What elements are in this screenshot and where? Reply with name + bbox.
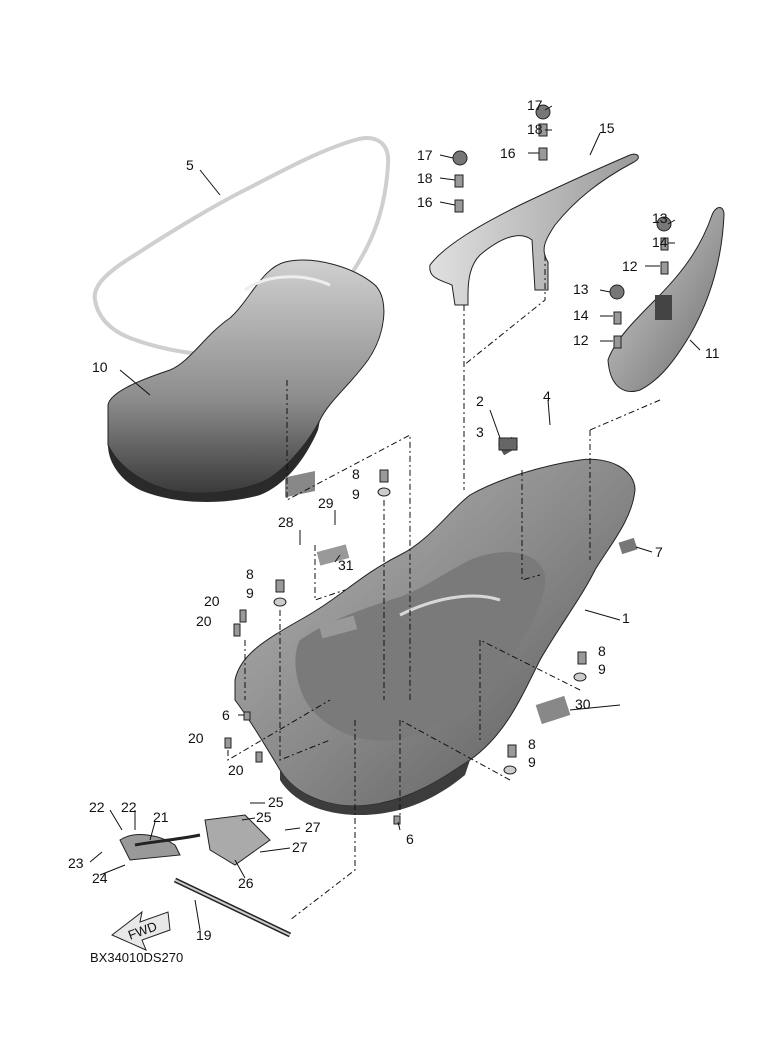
callout-10: 10 [92, 359, 108, 375]
callout-14: 14 [652, 234, 668, 250]
callout-25: 25 [256, 809, 272, 825]
callout-8: 8 [352, 466, 360, 482]
fasteners [224, 104, 672, 825]
side-rail-part [607, 207, 725, 392]
callout-27: 27 [292, 839, 308, 855]
assembly-lines [227, 255, 661, 921]
callout-26: 26 [238, 875, 254, 891]
callout-14: 14 [573, 307, 589, 323]
callout-6: 6 [406, 831, 414, 847]
callout-5: 5 [186, 157, 194, 173]
callout-12: 12 [573, 332, 589, 348]
storage-bin-part [107, 259, 385, 502]
callout-20: 20 [196, 613, 212, 629]
callout-31: 31 [338, 557, 354, 573]
callout-8: 8 [528, 736, 536, 752]
callout-13: 13 [652, 210, 668, 226]
callout-24: 24 [92, 870, 108, 886]
callout-13: 13 [573, 281, 589, 297]
callout-20: 20 [228, 762, 244, 778]
callout-22: 22 [121, 799, 137, 815]
callout-9: 9 [352, 486, 360, 502]
callout-22: 22 [89, 799, 105, 815]
callout-numbers: 17 18 16 15 17 18 16 5 10 13 14 12 13 14… [68, 97, 720, 943]
callout-16: 16 [500, 145, 516, 161]
callout-2: 2 [476, 393, 484, 409]
callout-20: 20 [204, 593, 220, 609]
lock-rod-part [119, 814, 292, 938]
callout-25: 25 [268, 794, 284, 810]
diagram-code: BX34010DS270 [90, 950, 183, 965]
callout-1: 1 [622, 610, 630, 626]
callout-21: 21 [153, 809, 169, 825]
callout-3: 3 [476, 424, 484, 440]
leader-lines [89, 105, 701, 931]
callout-11: 11 [705, 345, 720, 361]
luggage-box-part [234, 458, 636, 815]
callout-18: 18 [527, 121, 543, 137]
callout-30: 30 [575, 696, 591, 712]
callout-16: 16 [417, 194, 433, 210]
callout-4: 4 [543, 388, 551, 404]
callout-9: 9 [598, 661, 606, 677]
callout-7: 7 [655, 544, 663, 560]
callout-8: 8 [598, 643, 606, 659]
callout-20: 20 [188, 730, 204, 746]
callout-9: 9 [528, 754, 536, 770]
callout-29: 29 [318, 495, 334, 511]
callout-6: 6 [222, 707, 230, 723]
callout-19: 19 [196, 927, 212, 943]
callout-9: 9 [246, 585, 254, 601]
grip-handle-part [429, 153, 639, 306]
fwd-arrow-icon: FWD [111, 910, 171, 951]
callout-15: 15 [599, 120, 615, 136]
callout-18: 18 [417, 170, 433, 186]
callout-17: 17 [417, 147, 433, 163]
label-pads [285, 436, 638, 725]
callout-27: 27 [305, 819, 321, 835]
callout-17: 17 [527, 97, 543, 113]
callout-12: 12 [622, 258, 638, 274]
callout-23: 23 [68, 855, 84, 871]
callout-28: 28 [278, 514, 294, 530]
callout-8: 8 [246, 566, 254, 582]
